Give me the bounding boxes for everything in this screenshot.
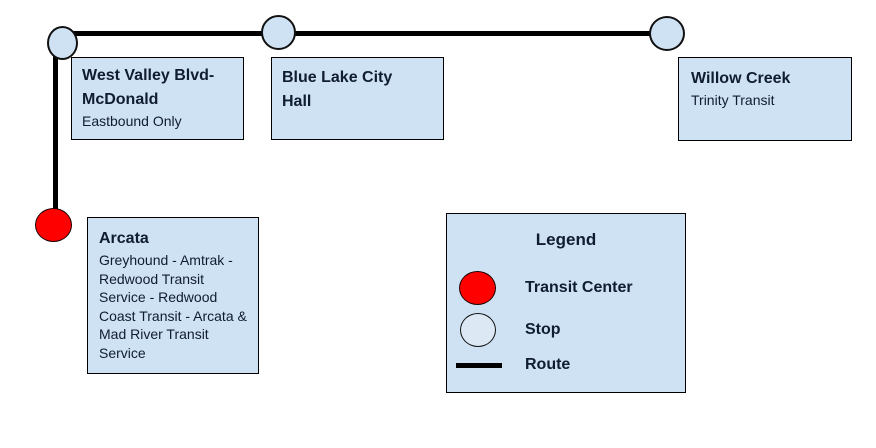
legend-label-transit-center: Transit Center (525, 279, 633, 296)
transit-center-icon (459, 271, 496, 305)
legend-panel: Legend Transit Center Stop Route (446, 213, 686, 393)
station-label-blue-lake: Blue Lake City Hall (271, 57, 444, 140)
stop-icon-west-valley (47, 26, 78, 60)
station-name: West Valley Blvd-McDonald (82, 67, 215, 108)
legend-label-stop: Stop (525, 321, 561, 338)
station-label-willow-creek: Willow Creek Trinity Transit (678, 57, 852, 141)
legend-title: Legend (535, 230, 597, 249)
route-line-vertical (53, 31, 58, 212)
stop-icon-willow-creek (649, 16, 685, 51)
route-line-horizontal (55, 31, 667, 36)
station-subtitle: Greyhound - Amtrak - Redwood Transit Ser… (99, 252, 247, 361)
stop-icon (460, 313, 496, 347)
transit-center-icon-arcata (35, 208, 72, 242)
stop-icon-blue-lake (261, 15, 296, 50)
station-name: Arcata (99, 230, 149, 247)
station-subtitle: Trinity Transit (691, 92, 775, 108)
station-name: Willow Creek (691, 70, 791, 87)
route-line-icon (456, 363, 502, 368)
station-name: Blue Lake City Hall (282, 69, 393, 110)
station-subtitle: Eastbound Only (82, 113, 182, 129)
station-label-west-valley: West Valley Blvd-McDonald Eastbound Only (71, 57, 244, 140)
legend-label-route: Route (525, 356, 571, 373)
station-label-arcata: Arcata Greyhound - Amtrak - Redwood Tran… (87, 217, 259, 374)
